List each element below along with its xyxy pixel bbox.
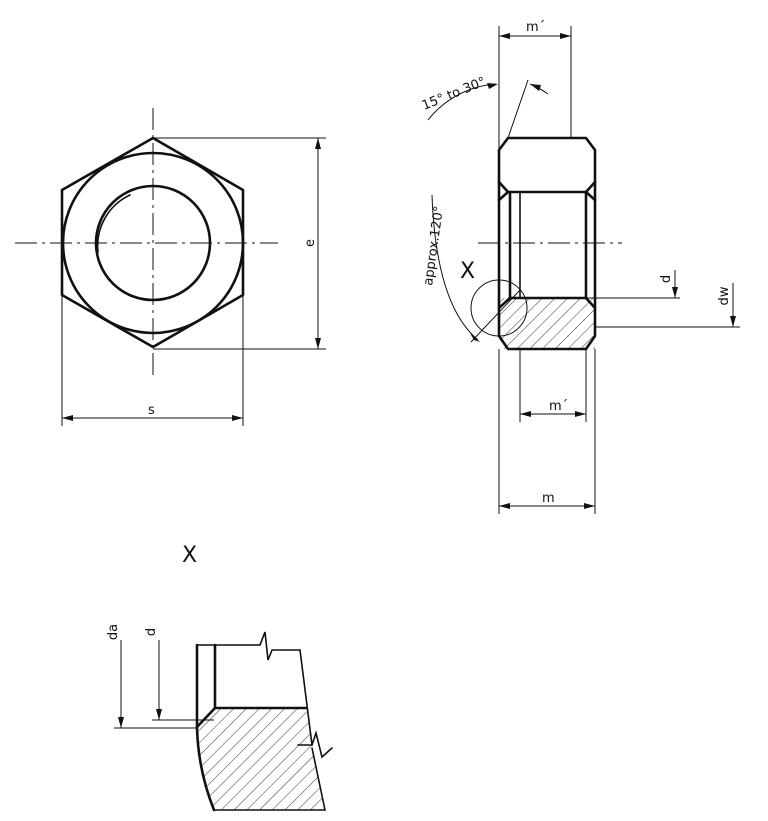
angle-label-120: approx.120° <box>421 205 447 287</box>
section-chamfer <box>584 296 597 310</box>
arrowhead <box>520 411 531 417</box>
nut-edge-line <box>584 190 597 202</box>
dimension-label-da: da <box>106 624 121 640</box>
detail-outline <box>195 643 216 812</box>
detail-break-right <box>297 730 333 759</box>
detail-callout-label: X <box>460 259 475 284</box>
arrowhead <box>672 287 678 298</box>
arrowhead <box>315 138 321 149</box>
side-view: m´ 15° to 30° approx.120° X d dw m´ <box>420 20 740 514</box>
angle-arc-120 <box>431 194 479 341</box>
arrowhead <box>499 33 510 39</box>
arrowhead <box>730 316 736 327</box>
detail-view-x: X da d <box>106 543 333 812</box>
arrowhead <box>499 503 510 509</box>
detail-right-edge-lower <box>311 747 326 811</box>
arrowhead <box>232 415 243 421</box>
arrowhead <box>530 84 541 91</box>
dimension-label-m-top: m´ <box>526 20 545 35</box>
thread-arc <box>96 194 131 253</box>
arrowhead <box>487 83 498 89</box>
hatched-section <box>500 298 595 349</box>
detail-right-edge <box>299 649 313 746</box>
dimension-label-s: s <box>148 403 155 418</box>
arrowhead <box>560 33 571 39</box>
nut-edge-line <box>584 180 597 194</box>
detail-title: X <box>182 543 197 568</box>
detail-callout-circle <box>470 279 528 337</box>
nut-edge-line <box>497 190 510 202</box>
detail-break-top <box>259 631 301 661</box>
arrowhead <box>315 338 321 349</box>
detail-chamfer <box>195 706 217 729</box>
nut-edge-line <box>497 180 510 194</box>
arrowhead <box>62 415 73 421</box>
front-view: s e <box>15 108 326 426</box>
dimension-label-d-detail: d <box>144 628 159 636</box>
angle-reference-line <box>507 79 529 139</box>
arrowhead <box>118 717 124 728</box>
angle-label: 15° to 30° <box>420 75 488 114</box>
section-chamfer <box>497 296 512 310</box>
arrowhead <box>156 709 162 720</box>
dimension-label-m-prime: m´ <box>549 399 568 414</box>
arrowhead <box>584 503 595 509</box>
dimension-label-d: d <box>659 275 674 283</box>
dimension-label-dw: dw <box>717 286 732 305</box>
dimension-label-m: m <box>542 491 555 506</box>
arrowhead <box>575 411 586 417</box>
detail-hatched-region <box>198 708 325 810</box>
chamfer-extension <box>470 289 521 343</box>
dimension-label-e: e <box>303 239 318 247</box>
